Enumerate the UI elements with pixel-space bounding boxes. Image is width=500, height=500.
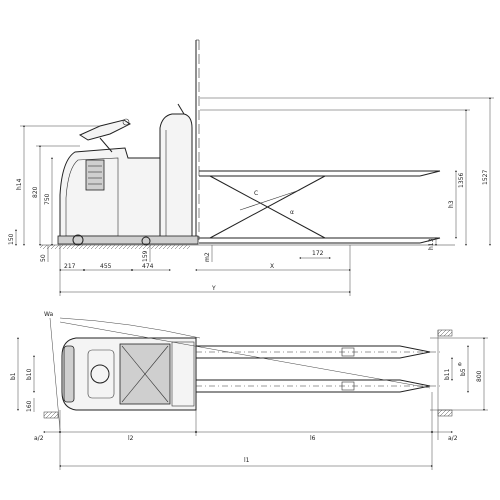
- chassis-base: [57, 235, 199, 245]
- backrest-top-handle: [177, 103, 185, 115]
- top-control-panel: [87, 349, 115, 399]
- label-b11: b11: [444, 368, 451, 380]
- label-159: 159: [142, 250, 149, 262]
- tiller-knob: [122, 118, 130, 126]
- label-l1: l1: [244, 457, 250, 464]
- turning-radius-arc: [59, 317, 201, 339]
- label-e: e: [458, 361, 462, 368]
- upper-fork-tip: [419, 170, 441, 177]
- ground-hatch: [40, 245, 190, 249]
- label-50: 50: [40, 254, 47, 262]
- operator-backrest: [159, 113, 193, 241]
- label-alpha: α: [290, 209, 294, 216]
- label-b1: b1: [10, 372, 17, 380]
- label-y: Y: [211, 285, 216, 292]
- label-160: 160: [26, 400, 33, 412]
- scissor-cylinder: [239, 189, 301, 211]
- top-steering-wheel: [90, 364, 110, 384]
- label-150: 150: [8, 233, 15, 245]
- label-455: 455: [100, 263, 112, 270]
- drive-wheel: [72, 234, 84, 246]
- battery-compartment: [85, 159, 105, 191]
- label-x: X: [270, 263, 274, 270]
- label-l6: l6: [310, 435, 316, 442]
- left-wall-bottom: [43, 411, 59, 419]
- side-view: h14 820 750 150 50 1356 1527 h3 h13 m2 1…: [8, 39, 494, 296]
- label-800: 800: [476, 370, 483, 382]
- label-172: 172: [312, 250, 324, 257]
- top-operator-area: [171, 341, 195, 407]
- label-750: 750: [44, 193, 51, 205]
- label-1356: 1356: [458, 173, 465, 188]
- label-a2-right: a/2: [448, 435, 458, 442]
- turning-radius-line: [49, 317, 61, 431]
- castor-wheel: [141, 236, 151, 246]
- label-m2: m2: [204, 252, 211, 262]
- aisle-wall-bottom: [437, 409, 453, 417]
- label-820: 820: [32, 186, 39, 198]
- aisle-wall-top: [437, 329, 453, 337]
- label-l2: l2: [128, 435, 134, 442]
- label-474: 474: [142, 263, 154, 270]
- label-wa: Wa: [44, 311, 54, 318]
- label-a2-left: a/2: [34, 435, 44, 442]
- label-h14: h14: [16, 178, 23, 190]
- label-h3: h3: [448, 200, 455, 208]
- label-1527: 1527: [482, 170, 489, 185]
- tiller-head: [78, 119, 131, 141]
- label-h13: h13: [428, 238, 435, 250]
- label-c: C: [254, 190, 258, 197]
- wa-diagonal: [59, 321, 431, 389]
- scissor-arm-2: [209, 175, 326, 239]
- top-view: Wa b1 b10 160 b11 e b5 800 a/2 l2 l6 a/2…: [10, 311, 488, 470]
- label-b5: b5: [460, 368, 467, 376]
- tiller-arm: [99, 137, 113, 153]
- truck-body: [59, 147, 161, 241]
- top-battery-x-2: [121, 345, 169, 403]
- label-b10: b10: [26, 368, 33, 380]
- truck-body-panel: [65, 157, 119, 237]
- label-217: 217: [64, 263, 76, 270]
- top-front-bumper: [63, 345, 75, 403]
